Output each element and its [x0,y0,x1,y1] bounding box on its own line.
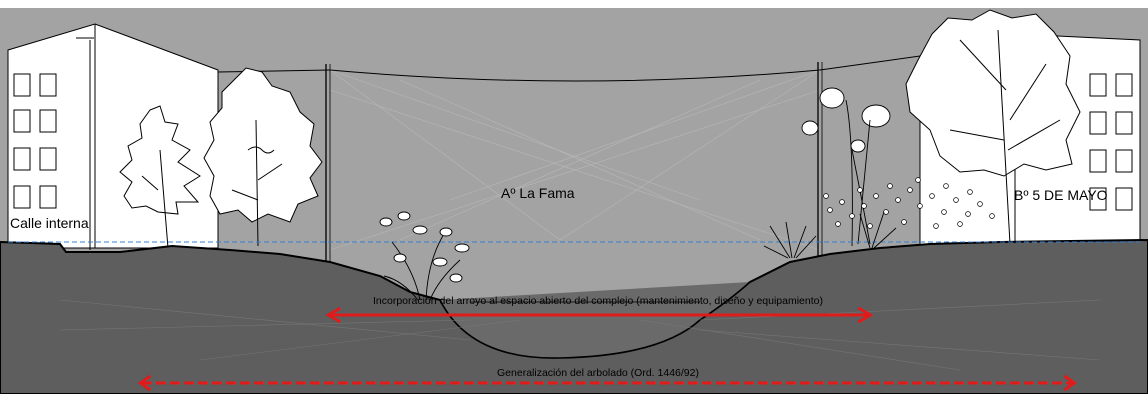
left-trees [119,67,323,249]
flower-dots [823,177,995,229]
right-bank-grass [763,211,897,259]
left-street-label: Calle interna [10,215,89,231]
neighborhood-label: Bº 5 DE MAYO [1014,187,1108,203]
right-building-windows [1089,73,1133,211]
right-flowering-shrub [801,87,891,247]
power-line [217,55,921,264]
stream-incorporation-arrow [325,306,873,324]
left-bank-shrub [379,211,470,301]
stream-label: Aº La Fama [501,185,575,201]
stream-incorporation-label: Incorporación del arroyo al espacio abie… [373,295,823,307]
ground-texture [59,299,1101,371]
tree-generalization-arrow [137,374,1077,392]
stream-channel [439,281,751,359]
perspective-lines [329,69,821,251]
right-trees [905,9,1081,245]
left-building-windows [13,73,57,209]
tree-generalization-label: Generalización del arbolado (Ord. 1446/9… [497,367,699,379]
